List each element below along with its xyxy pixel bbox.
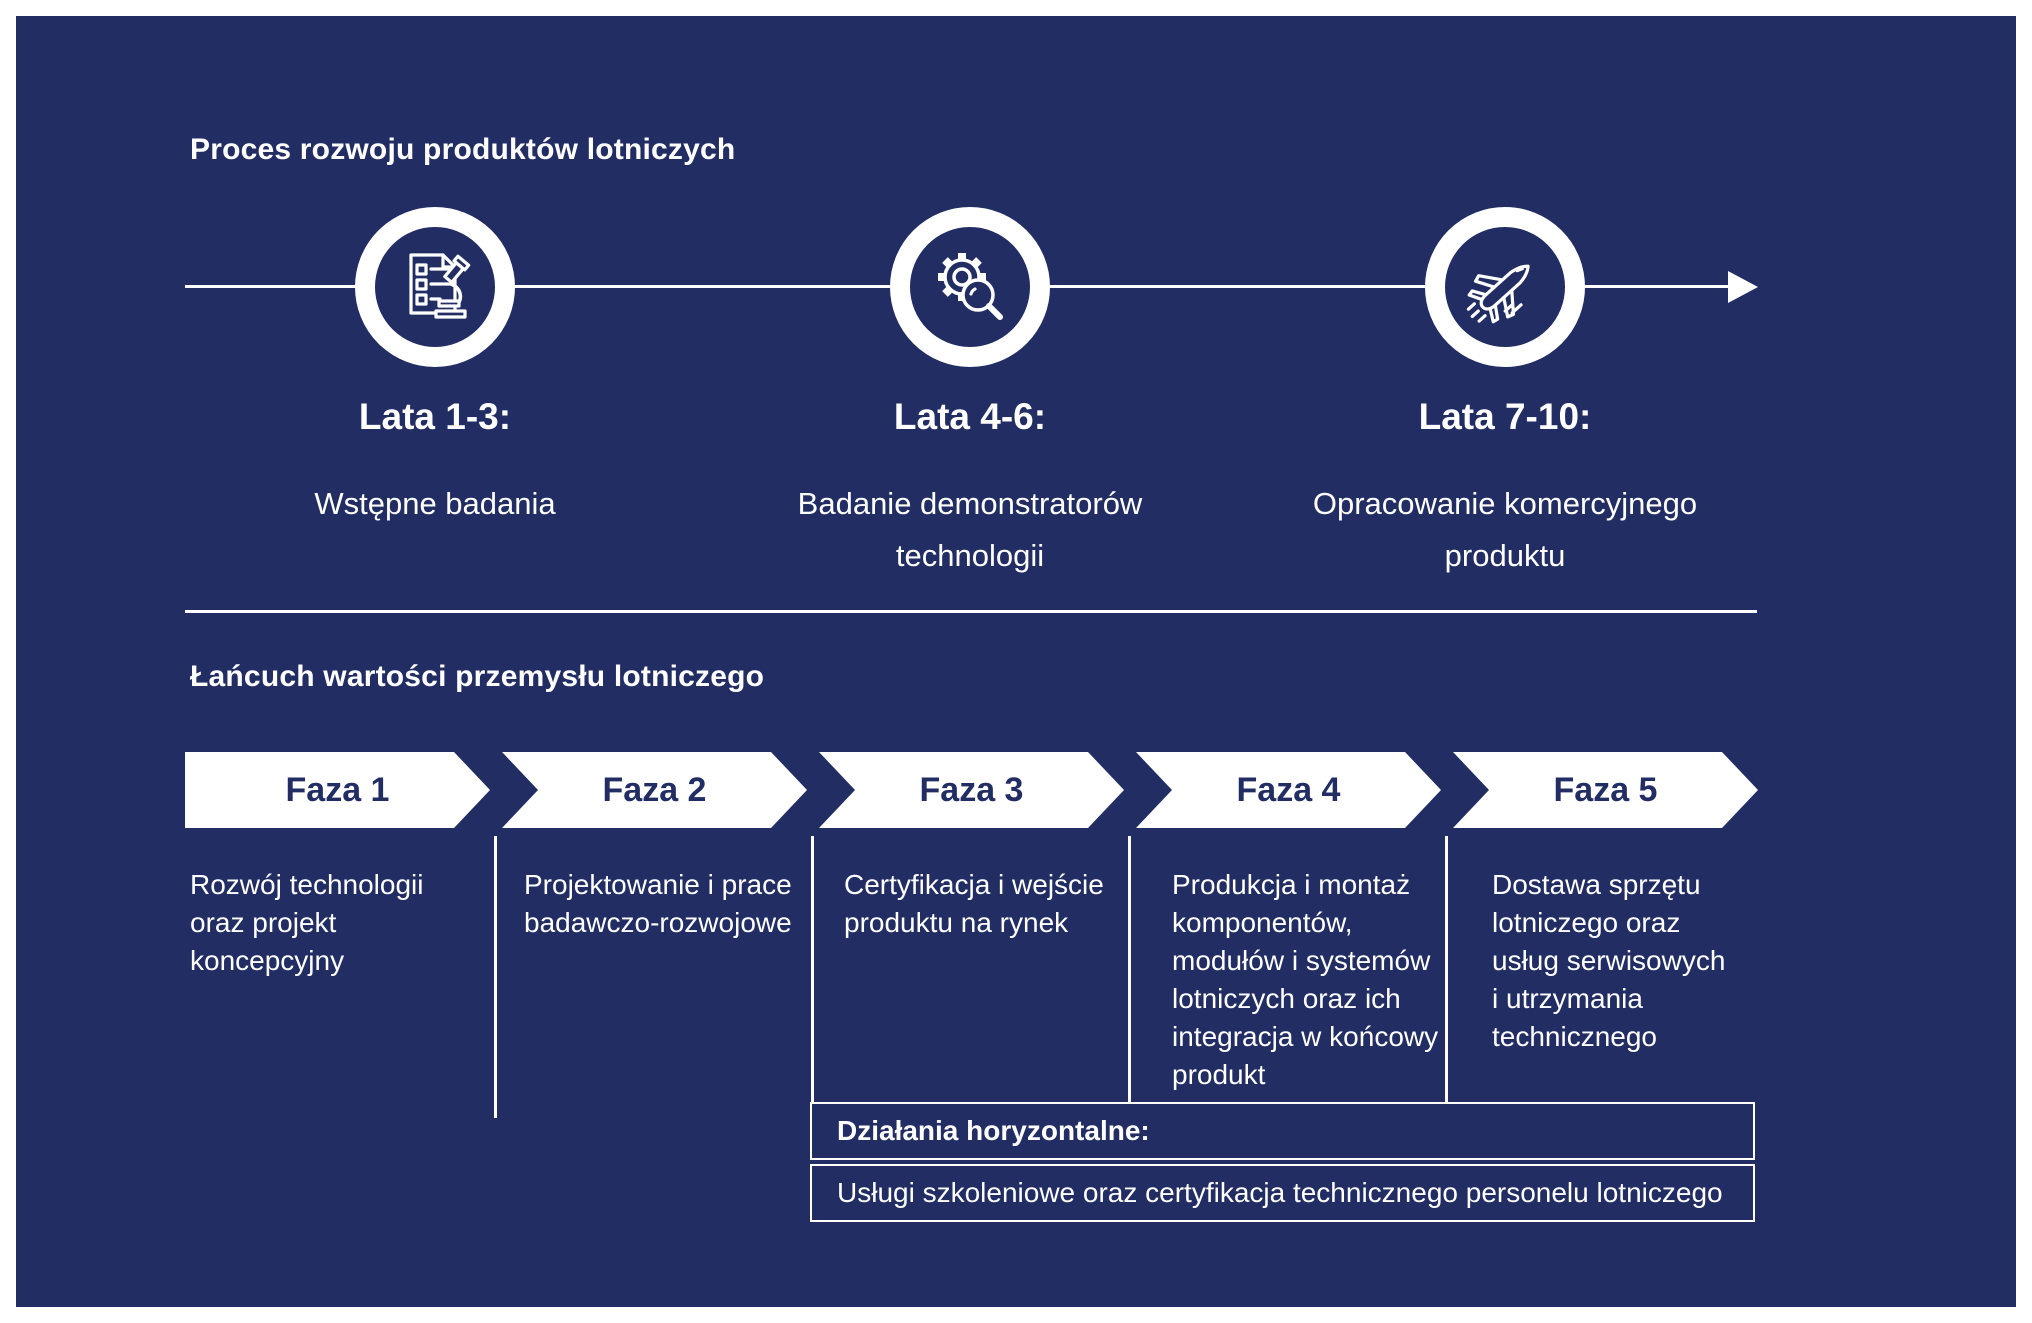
- horizontal-activities-box: Działania horyzontalne: Usługi szkolenio…: [810, 1102, 1755, 1222]
- process-step-circle: [1425, 207, 1585, 367]
- column-separator-line: [1445, 836, 1448, 1102]
- step-period: Lata 4-6:: [893, 396, 1047, 437]
- process-step-circle: [355, 207, 515, 367]
- section-divider-line: [185, 610, 1757, 613]
- column-separator-line: [811, 836, 814, 1102]
- horizontal-activities-title: Działania horyzontalne:: [810, 1102, 1755, 1160]
- phase-description: Certyfikacja i wejście produktu na rynek: [844, 869, 1104, 938]
- phase-description: Produkcja i montaż komponentów, modułów …: [1172, 869, 1439, 1090]
- process-step-circle: [890, 207, 1050, 367]
- phase-description: Projektowanie i prace badawczo-rozwojowe: [524, 869, 792, 938]
- step-description: Opracowanie komercyjnego produktu: [1312, 486, 1698, 573]
- phase-description: Rozwój technologii oraz projekt koncepcy…: [190, 869, 424, 976]
- horizontal-activities-description: Usługi szkoleniowe oraz certyfikacja tec…: [810, 1164, 1755, 1222]
- step-description: Wstępne badania: [314, 486, 556, 521]
- column-separator-line: [494, 836, 497, 1118]
- column-separator-line: [1128, 836, 1131, 1102]
- process-timeline-arrowhead-icon: [1728, 271, 1758, 303]
- phase-arrow: Faza 5: [1453, 752, 1758, 828]
- phase-arrow: Faza 3: [819, 752, 1124, 828]
- research-checklist-microscope-icon: [409, 253, 471, 319]
- phase-arrow: Faza 1: [185, 752, 490, 828]
- phase-arrow: Faza 2: [502, 752, 807, 828]
- step-period: Lata 1-3:: [358, 396, 512, 437]
- value-chain-arrow-band: Faza 1 Faza 2 Faza 3 Faza 4 Faza 5: [185, 752, 1758, 828]
- airplane-icon: [1466, 264, 1530, 324]
- step-period: Lata 7-10:: [1418, 396, 1592, 437]
- gear-magnifier-icon: [938, 253, 1003, 320]
- process-section-title: Proces rozwoju produktów lotniczych: [190, 133, 736, 166]
- phase-arrow: Faza 4: [1136, 752, 1441, 828]
- phase-description: Dostawa sprzętu lotniczego oraz usług se…: [1492, 869, 1726, 1052]
- step-description: Badanie demonstratorów technologii: [797, 486, 1143, 573]
- value-chain-section-title: Łańcuch wartości przemysłu lotniczego: [190, 660, 765, 693]
